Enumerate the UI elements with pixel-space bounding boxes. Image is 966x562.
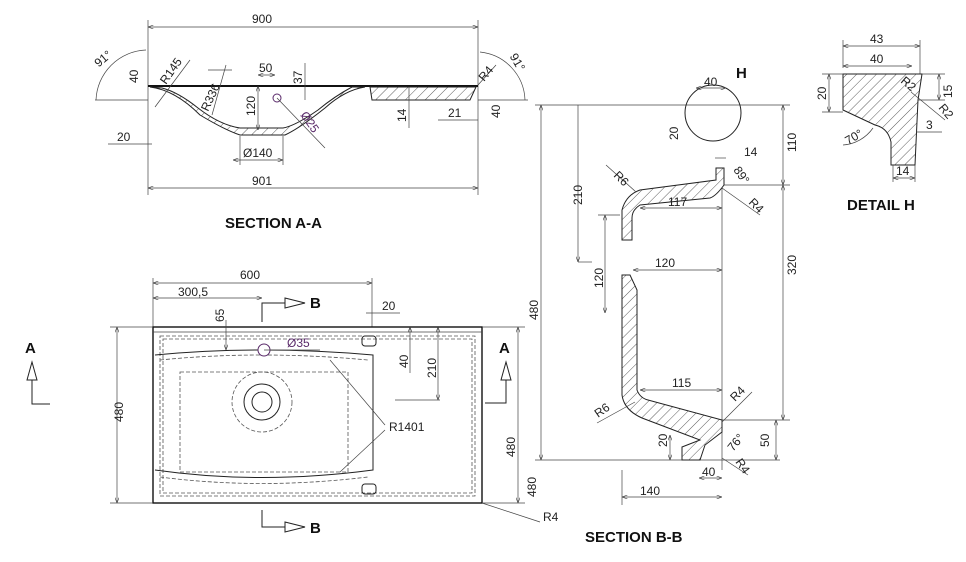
section-b-b-title: SECTION B-B xyxy=(585,529,683,546)
section-b-b: H 480 210 120 110 320 50 40 20 14 89° R6… xyxy=(527,65,799,546)
dim-left-20: 20 xyxy=(117,130,131,144)
dim-300-5: 300,5 xyxy=(178,285,208,299)
dim-r4-bottom: R4 xyxy=(733,456,753,477)
dim-foot-20: 20 xyxy=(656,433,670,447)
dim-angle-right: 91° xyxy=(507,51,528,74)
dim-480-upper: 480 xyxy=(525,477,539,497)
dim-r6-top: R6 xyxy=(611,168,632,189)
dim-115: 115 xyxy=(672,376,691,390)
dim-r4-top: R4 xyxy=(746,195,767,216)
drain-icon xyxy=(231,371,293,433)
svg-text:B: B xyxy=(310,520,321,537)
dim-overflow-20: 20 xyxy=(382,299,396,313)
svg-text:A: A xyxy=(25,340,36,357)
dim-120: 120 xyxy=(655,256,675,270)
dim-left-40: 40 xyxy=(127,69,141,83)
dim-37: 37 xyxy=(291,70,305,84)
dim-15: 15 xyxy=(941,84,955,98)
section-marker-a-left: A xyxy=(25,340,50,405)
detail-h-circle xyxy=(684,84,742,142)
dim-120: 120 xyxy=(244,96,258,116)
dim-110: 110 xyxy=(785,133,799,152)
dim-480-total: 480 xyxy=(527,300,541,320)
detail-h-marker: H xyxy=(736,65,747,82)
dim-50: 50 xyxy=(259,61,273,75)
dim-corner-r4: R4 xyxy=(543,510,559,524)
dim-h-14: 14 xyxy=(744,145,758,159)
section-marker-a-right: A xyxy=(485,340,512,404)
dim-h-20: 20 xyxy=(667,126,681,140)
dim-angle-89: 89° xyxy=(731,164,753,187)
dim-210-upper: 210 xyxy=(571,185,585,205)
dim-117: 117 xyxy=(668,195,687,209)
dim-foot-40: 40 xyxy=(702,465,716,479)
dim-43: 43 xyxy=(870,32,884,46)
svg-text:A: A xyxy=(499,340,510,357)
dim-901: 901 xyxy=(252,174,272,188)
detail-h: 43 40 20 15 R2 R2 3 70° 14 DETAIL H xyxy=(815,32,956,214)
dim-r4-mid: R4 xyxy=(727,383,748,404)
dim-210: 210 xyxy=(425,358,439,378)
dim-14: 14 xyxy=(395,108,409,122)
dim-r2-outer: R2 xyxy=(936,101,957,122)
dim-3: 3 xyxy=(926,118,933,132)
dim-inset-40: 40 xyxy=(397,354,411,368)
section-a-a: 900 901 91° 91° 40 40 R145 R336 R4 50 37… xyxy=(92,12,529,232)
section-marker-b-top: B xyxy=(261,295,321,322)
dim-angle-76: 76° xyxy=(725,431,748,454)
dim-900: 900 xyxy=(252,12,272,26)
dim-right-40: 40 xyxy=(489,104,503,118)
dim-65: 65 xyxy=(213,308,227,322)
dim-r145: R145 xyxy=(157,55,185,87)
dim-drain-dia: Ø140 xyxy=(243,146,273,160)
dim-14: 14 xyxy=(896,164,910,178)
svg-text:B: B xyxy=(310,295,321,312)
section-a-a-title: SECTION A-A xyxy=(225,215,322,232)
dim-120-lower: 120 xyxy=(592,268,606,288)
dim-140: 140 xyxy=(640,484,660,498)
dim-40: 40 xyxy=(870,52,884,66)
dim-480-right: 480 xyxy=(504,437,518,457)
plan-view: B B A A 600 300,5 65 Ø35 20 40 210 480 4… xyxy=(25,268,559,537)
detail-h-title: DETAIL H xyxy=(847,197,915,214)
dim-h-40: 40 xyxy=(704,75,718,89)
dim-50: 50 xyxy=(758,433,772,447)
dim-480-left: 480 xyxy=(112,402,126,422)
dim-r6-bottom: R6 xyxy=(592,400,613,420)
section-marker-b-bottom: B xyxy=(261,510,321,537)
dim-tap-hole-dia: Ø35 xyxy=(287,336,310,350)
dim-21: 21 xyxy=(448,106,462,120)
dim-20: 20 xyxy=(815,86,829,100)
dim-r4: R4 xyxy=(476,63,497,84)
dim-600: 600 xyxy=(240,268,260,282)
dim-320: 320 xyxy=(785,255,799,275)
dim-angle-left: 91° xyxy=(92,47,115,70)
dim-r1401: R1401 xyxy=(389,420,425,434)
